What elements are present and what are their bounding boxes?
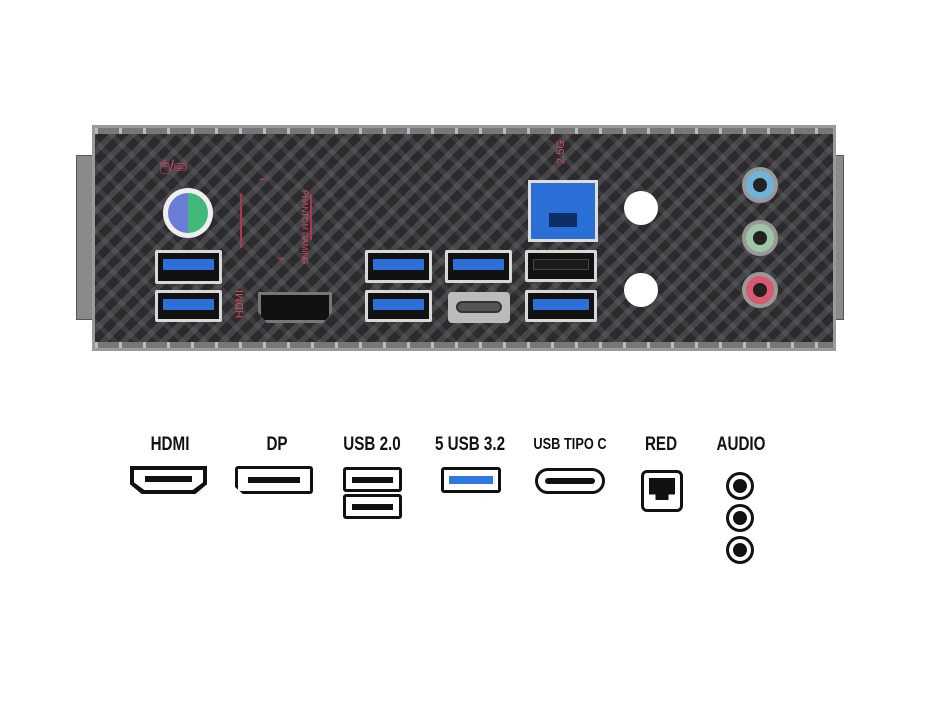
legend-label-dp: DP [266, 434, 288, 455]
antenna-hole [624, 273, 658, 307]
ps2-port [163, 188, 213, 238]
legend-label-lan: RED [644, 434, 678, 455]
usb3-port [525, 290, 597, 322]
usb-c-port [448, 292, 510, 323]
displayport-icon [235, 466, 313, 494]
usb3-port [155, 290, 222, 322]
lan-silkscreen: 2.5G [555, 140, 567, 164]
audio-line-out-jack [742, 220, 778, 256]
legend-label-usb32: 5 USB 3.2 [434, 434, 506, 455]
usb3-icon [441, 467, 501, 493]
usb-c-icon [535, 468, 605, 494]
legend-label-hdmi: HDMI [150, 434, 190, 455]
audio-jack-icon [726, 536, 754, 564]
usb3-port [365, 250, 432, 283]
usb3-port [445, 250, 512, 283]
audio-mic-jack [742, 272, 778, 308]
ethernet-icon [641, 470, 683, 512]
usb3-port [365, 290, 432, 322]
antenna-hole [624, 191, 658, 225]
hdmi-icon [130, 466, 207, 494]
usb2-icon [343, 494, 402, 519]
audio-line-in-jack [742, 167, 778, 203]
usb2-port [525, 250, 597, 282]
hdmi-port [258, 292, 332, 323]
legend-label-usbc: USB TIPO C [533, 436, 607, 453]
hdmi-silkscreen: HDMI [234, 290, 246, 319]
legend-label-usb2: USB 2.0 [343, 434, 401, 455]
audio-jack-icon [726, 472, 754, 500]
logo-text: PHANTOM GAMING [300, 190, 309, 265]
audio-jack-icon [726, 504, 754, 532]
usb2-icon [343, 467, 402, 492]
usb3-port [155, 250, 222, 284]
mouse-keyboard-icon: 🖱/⌨ [160, 158, 187, 175]
legend-label-audio: AUDIO [716, 434, 766, 455]
lan-port [528, 180, 598, 242]
